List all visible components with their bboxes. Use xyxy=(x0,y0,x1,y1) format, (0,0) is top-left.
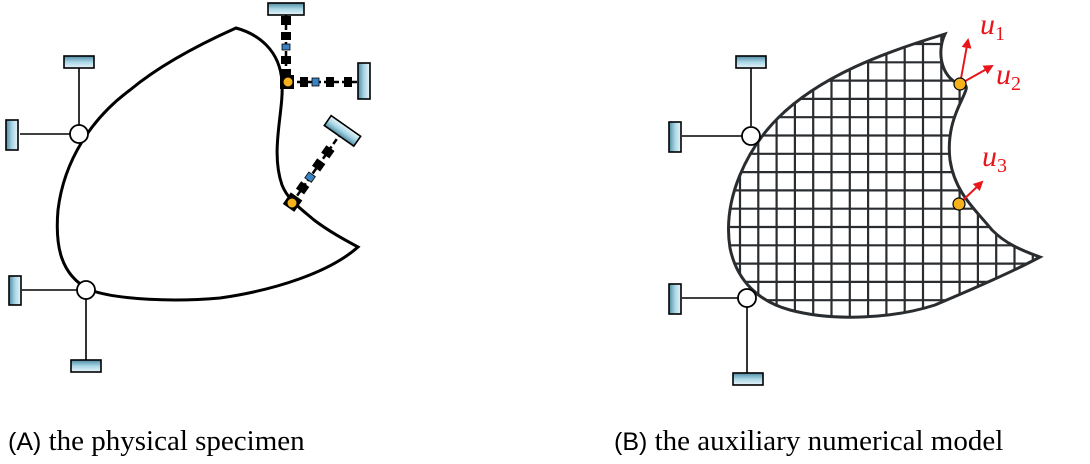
label-u2: u2 xyxy=(996,58,1021,95)
measurement-u1-u2 xyxy=(953,38,994,91)
caption-panel-a: (A) the physical specimen xyxy=(8,424,305,458)
caption-panel-b: (B) the auxiliary numerical model xyxy=(614,424,1003,458)
panel-tag-a: (A) xyxy=(8,428,42,456)
label-u1: u1 xyxy=(980,8,1005,45)
label-u3: u3 xyxy=(982,140,1007,177)
caption-text-a: the physical specimen xyxy=(48,425,305,457)
pin-support-upper xyxy=(668,55,767,153)
sensor-node xyxy=(282,76,294,88)
fixed-support-block xyxy=(5,119,19,151)
fixed-support-block xyxy=(357,62,371,100)
actuator-assembly-top xyxy=(267,2,371,100)
sensor-node xyxy=(953,77,967,91)
panel-b: u1 u2 u3 xyxy=(668,8,1044,386)
hinge-joint xyxy=(737,288,757,308)
fixed-support-block xyxy=(70,359,102,373)
pin-support-lower xyxy=(668,283,764,386)
specimen-outline xyxy=(55,26,361,302)
hinge-joint xyxy=(741,126,761,146)
arrow-u1 xyxy=(959,38,972,85)
fixed-support-block xyxy=(735,55,767,69)
fixed-support-block xyxy=(668,283,682,315)
fixed-support-block xyxy=(668,121,682,153)
model-outline xyxy=(727,31,1044,319)
fixed-support-block xyxy=(63,55,95,69)
fixed-support-block xyxy=(323,114,362,148)
pin-support-upper xyxy=(5,55,95,151)
fixed-support-block xyxy=(267,2,305,16)
hinge-joint xyxy=(69,124,89,144)
actuator-assembly-diagonal xyxy=(282,114,362,212)
pin-support-lower xyxy=(8,275,102,373)
hinge-joint xyxy=(76,280,96,300)
panel-tag-b: (B) xyxy=(614,428,648,456)
fixed-support-block xyxy=(8,275,22,306)
sensor-node xyxy=(286,197,298,209)
panel-a xyxy=(5,2,371,373)
sensor-node xyxy=(952,197,966,211)
fixed-support-block xyxy=(732,372,764,386)
caption-text-b: the auxiliary numerical model xyxy=(654,425,1004,457)
measurement-u3 xyxy=(952,180,984,211)
